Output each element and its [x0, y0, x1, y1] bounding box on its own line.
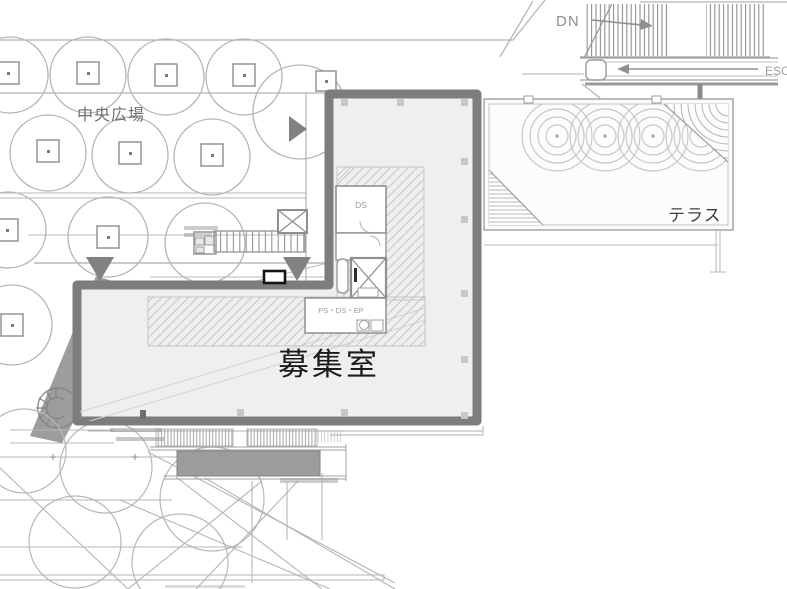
- micro-note-left: [110, 428, 164, 441]
- down-triangle-marker: [86, 257, 114, 281]
- stair-strip: [246, 428, 318, 447]
- dn-arrow-icon: [591, 19, 653, 30]
- direction-markers: [86, 116, 311, 281]
- ps-ds-ep-label: PS・DS・EP: [318, 306, 363, 315]
- planter-dots: [6, 72, 328, 327]
- stair-strip: [155, 428, 234, 447]
- right-triangle-marker: [289, 116, 307, 142]
- building: DS PS・DS・EP 募集室: [72, 89, 482, 426]
- plaza-label: 中央広場: [77, 106, 145, 124]
- escalator: ESC: [522, 57, 787, 100]
- fixtures: [356, 319, 384, 332]
- footbridge: [184, 209, 308, 254]
- escalator-label: ESC: [765, 64, 787, 78]
- columns: [237, 99, 468, 419]
- bridge-deck: [213, 230, 306, 253]
- dn-label: DN: [556, 13, 580, 30]
- micro-note-bridge: [184, 226, 218, 237]
- spiral-stair-icon: [36, 387, 73, 429]
- stair-strip: [318, 430, 342, 442]
- entrance-door-symbol: [262, 269, 287, 285]
- terrace-area: テラス: [483, 95, 734, 273]
- service-core: DS PS・DS・EP: [304, 185, 388, 334]
- terrace-label: テラス: [668, 206, 722, 225]
- elevator-icon: [349, 256, 388, 300]
- down-triangle-marker: [283, 257, 311, 281]
- escalator-arrow-icon: [617, 64, 758, 74]
- ds-label: DS: [355, 200, 367, 210]
- terrace-planting-rings: [521, 104, 728, 172]
- canopy-roof: [176, 450, 321, 477]
- dn-stairs: DN: [556, 1, 787, 59]
- micro-note-center: [280, 478, 338, 483]
- plaza-trees: [0, 36, 348, 366]
- vacant-room-label: 募集室: [278, 347, 380, 382]
- south-walkway: [10, 426, 484, 583]
- column-dark: [140, 410, 146, 419]
- shaft-x-icon: [277, 209, 308, 234]
